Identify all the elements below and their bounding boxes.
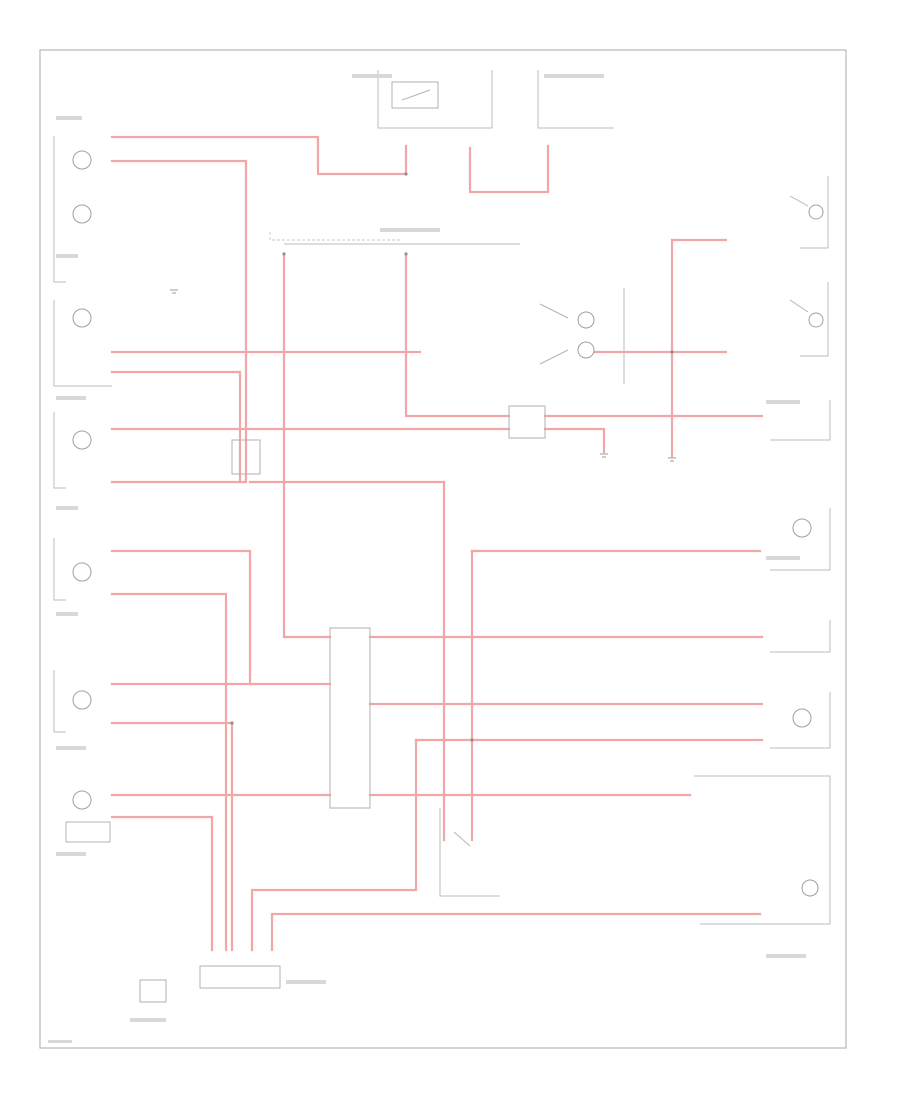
bulb-center-1: [577, 311, 595, 329]
bulb-right-top: [808, 204, 824, 220]
ground-symbol-center: [600, 453, 608, 458]
wire-meter-top: [110, 135, 408, 176]
connector-bottom-bank: [199, 965, 281, 989]
label-mark: [352, 74, 392, 78]
label-marks: [48, 74, 806, 1043]
switch-contact-lower: [453, 831, 471, 847]
wire-row3b: [110, 592, 228, 952]
connector-heater: [508, 405, 546, 439]
right-switch-box2: [800, 282, 829, 357]
bulb-row3: [72, 562, 92, 582]
wire-feed-vertical: [282, 252, 332, 639]
wire-bottom-right: [270, 912, 762, 952]
connector-bottom-left: [139, 979, 167, 1003]
switch-box-top: [377, 70, 493, 129]
splice-2: [470, 738, 474, 742]
switch-contact-right-2: [789, 299, 809, 313]
switch-contact-center-2: [539, 349, 569, 365]
bus-dashed: [269, 232, 400, 241]
label-mark: [380, 228, 440, 232]
bulb-meter-2: [72, 204, 92, 224]
label-mark: [56, 396, 86, 400]
wire-row1b: [110, 370, 242, 484]
bulb-row5: [72, 790, 92, 810]
row-right-a: [770, 508, 831, 571]
red-wires: [110, 135, 764, 952]
connector-mid-left: [231, 439, 261, 475]
splice-6: [404, 252, 408, 256]
switch-contact-right-1: [789, 195, 809, 207]
label-mark: [56, 116, 82, 120]
grounds: [170, 289, 676, 462]
label-mark: [56, 254, 78, 258]
bulb-right-mid: [808, 312, 824, 328]
lower-right-box: [694, 775, 831, 925]
bulb-heater: [72, 430, 92, 450]
label-mark: [286, 980, 326, 984]
row4-box: [53, 670, 66, 733]
row3-box: [53, 538, 66, 601]
switches: [65, 89, 809, 847]
label-mark: [766, 556, 800, 560]
label-mark: [56, 612, 78, 616]
connector-switch-body: [391, 81, 439, 109]
wire-row3a: [110, 549, 252, 686]
dome-box: [537, 70, 614, 129]
label-mark: [766, 400, 800, 404]
wire-heater-gnd: [543, 427, 606, 454]
switch-contact-top: [401, 89, 431, 101]
splice-dots: [230, 172, 674, 742]
splice-1: [404, 172, 408, 176]
row1-box: [53, 300, 112, 387]
wire-row4b: [110, 721, 234, 952]
label-mark: [544, 74, 604, 78]
row-right-d: [770, 400, 831, 441]
label-mark: [56, 746, 86, 750]
wire-dome-drop: [468, 144, 550, 194]
row-right-c: [770, 692, 831, 749]
diagram-frame: [39, 49, 847, 1049]
ground-symbol-left: [170, 289, 178, 294]
right-switch-box: [800, 176, 829, 249]
wire-row4-drop: [250, 738, 418, 952]
splice-3: [230, 721, 234, 725]
label-mark: [130, 1018, 166, 1022]
ground-symbol-right: [668, 457, 676, 462]
bulb-row4: [72, 690, 92, 710]
relay-box-left: [65, 821, 111, 843]
splice-4: [670, 350, 674, 354]
bulb-lower-right: [801, 879, 819, 897]
bulb-row1: [72, 308, 92, 328]
wire-meter-second: [110, 159, 248, 484]
row-right-b: [770, 620, 831, 653]
splice-5: [282, 252, 286, 256]
label-mark: [766, 954, 806, 958]
gray-wires: [53, 70, 831, 925]
wire-row5b: [110, 815, 214, 952]
connector-center-bank: [329, 627, 371, 809]
label-mark: [48, 1040, 72, 1043]
bulb-right-a: [792, 518, 812, 538]
label-mark: [56, 506, 78, 510]
wire-switch-vertical: [404, 252, 511, 418]
bulb-right-c: [792, 708, 812, 728]
bulb-meter-1: [72, 150, 92, 170]
switch-contact-center-1: [539, 303, 569, 319]
meter-box: [53, 136, 66, 283]
bulb-center-2: [577, 341, 595, 359]
lower-switch-box: [439, 808, 500, 897]
heater-box: [53, 412, 66, 489]
connector-blocks: [139, 81, 546, 1003]
lamps: [72, 150, 824, 897]
label-mark: [56, 852, 86, 856]
